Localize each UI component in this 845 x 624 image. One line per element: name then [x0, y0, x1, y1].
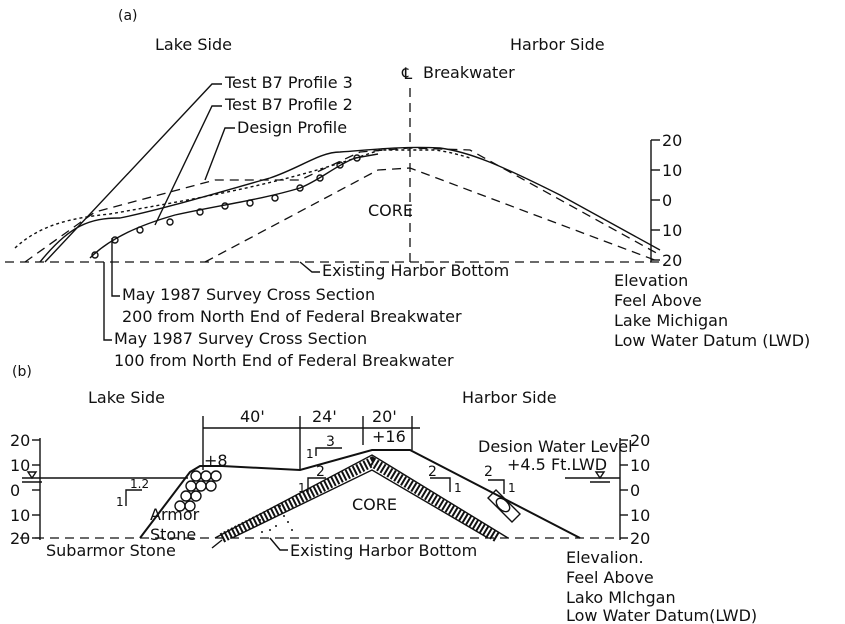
a-tick-4: 10	[662, 221, 682, 240]
slope-left-run: 2	[316, 464, 325, 480]
b-elev-2: Feel Above	[566, 568, 654, 587]
slope-right-rise: 1	[454, 481, 462, 495]
b-right-tick-1: 20	[630, 431, 650, 450]
design-profile-leader	[204, 127, 235, 181]
panel-a-label: (a)	[118, 8, 138, 24]
a-tick-3: 0	[662, 191, 672, 210]
breakwater-outer-profile	[139, 449, 581, 539]
slope-far-mark	[488, 479, 505, 494]
subarmor-outer	[214, 454, 509, 539]
survey2-line2: 100 from North End of Federal Breakwater	[114, 351, 454, 370]
slope-far-run: 2	[484, 464, 493, 480]
subarmor-band	[219, 456, 501, 543]
survey1-line2: 200 from North End of Federal Breakwater	[122, 307, 462, 326]
harbor-armor-layer	[487, 489, 521, 523]
dim-20: 20'	[372, 407, 397, 426]
slope-1-3-mark	[315, 447, 342, 456]
b-right-tick-5: 20	[630, 529, 650, 548]
crest-elev: +16	[372, 427, 406, 446]
design-water-level: Desion Water Level	[478, 437, 633, 456]
subarmor-label: Subarmor Stone	[46, 541, 176, 560]
armor-stones	[174, 470, 222, 512]
slope-lake-run: 1.2	[130, 477, 149, 491]
core-speckles	[259, 505, 293, 533]
water-level-triangle-left	[26, 471, 38, 480]
slope-lake-mark	[125, 489, 142, 506]
b-left-tick-1: 20	[10, 431, 30, 450]
water-level-value: +4.5 Ft.LWD	[507, 455, 607, 474]
armor-label-1: Armor	[150, 505, 200, 524]
survey1-leader	[111, 238, 120, 297]
profile3-label: Test B7 Profile 3	[224, 73, 353, 92]
panel-b-lake-side: Lake Side	[88, 388, 165, 407]
a-elev-2: Feel Above	[614, 291, 702, 310]
slope-1-3-run: 3	[326, 434, 335, 450]
panel-b-left-scale	[32, 438, 41, 540]
centerline-label: Breakwater	[423, 63, 515, 82]
panel-b-harbor-side: Harbor Side	[462, 388, 557, 407]
bottom-leader-a	[299, 261, 320, 273]
survey-profile-line	[39, 146, 661, 263]
panel-a-lake-side: Lake Side	[155, 35, 232, 54]
design-profile-label: Design Profile	[237, 118, 347, 137]
a-elev-1: Elevation	[614, 271, 688, 290]
a-elev-3: Lake Michigan	[614, 311, 728, 330]
panel-b-right-scale	[619, 438, 628, 540]
a-elev-4: Low Water Datum (LWD)	[614, 331, 810, 350]
b-left-tick-2: 10	[10, 456, 30, 475]
survey2-leader	[103, 262, 112, 341]
b-right-tick-2: 10	[630, 456, 650, 475]
a-tick-1: 20	[662, 131, 682, 150]
panel-b-label: (b)	[12, 364, 32, 380]
profile2-leader	[154, 105, 222, 226]
slope-1-3-rise: 1	[306, 447, 314, 461]
b-right-tick-4: 10	[630, 506, 650, 525]
survey2-line1: May 1987 Survey Cross Section	[114, 329, 367, 348]
centerline-symbol: ℄	[401, 64, 413, 83]
slope-far-rise: 1	[508, 481, 516, 495]
berm-elev: +8	[204, 451, 228, 470]
b-left-tick-4: 10	[10, 506, 30, 525]
panel-b-bottom-label: Existing Harbor Bottom	[290, 541, 477, 560]
design-profile-line	[24, 147, 661, 263]
slope-left-mark	[307, 477, 326, 492]
b-left-tick-3: 0	[10, 481, 20, 500]
dim-40: 40'	[240, 407, 265, 426]
profile2-markers	[91, 154, 361, 259]
b-elev-3: Lako Mlchgan	[566, 588, 676, 607]
b-right-tick-3: 0	[630, 481, 640, 500]
core-outline	[204, 167, 661, 263]
water-level-triangle-right	[594, 471, 606, 480]
b-elev-1: Elevalion.	[566, 548, 644, 567]
bottom-leader-b	[269, 537, 288, 551]
panel-a-scale	[650, 139, 660, 262]
panel-a-core-label: CORE	[368, 201, 413, 220]
armor-label-2: Stone	[150, 525, 196, 544]
slope-left-rise: 1	[298, 481, 306, 495]
panel-b-core-label: CORE	[352, 495, 397, 514]
panel-a-bottom-label: Existing Harbor Bottom	[322, 261, 509, 280]
a-tick-2: 10	[662, 161, 682, 180]
slope-right-run: 2	[428, 464, 437, 480]
profile2-label: Test B7 Profile 2	[224, 95, 353, 114]
panel-a-harbor-side: Harbor Side	[510, 35, 605, 54]
survey1-line1: May 1987 Survey Cross Section	[122, 285, 375, 304]
dim-24: 24'	[312, 407, 337, 426]
profile2-line	[89, 153, 379, 259]
b-left-tick-5: 20	[10, 529, 30, 548]
harbor-armor-stone	[495, 497, 511, 513]
profile3-leader	[44, 83, 222, 263]
slope-lake-rise: 1	[116, 495, 124, 509]
core-inner	[231, 469, 489, 539]
profile3-line	[14, 149, 471, 249]
subarmor-leader	[211, 539, 223, 549]
a-tick-5: 20	[662, 251, 682, 270]
b-elev-4: Low Water Datum(LWD)	[566, 606, 757, 624]
dimension-lines	[202, 416, 420, 470]
slope-right-mark	[430, 477, 451, 492]
